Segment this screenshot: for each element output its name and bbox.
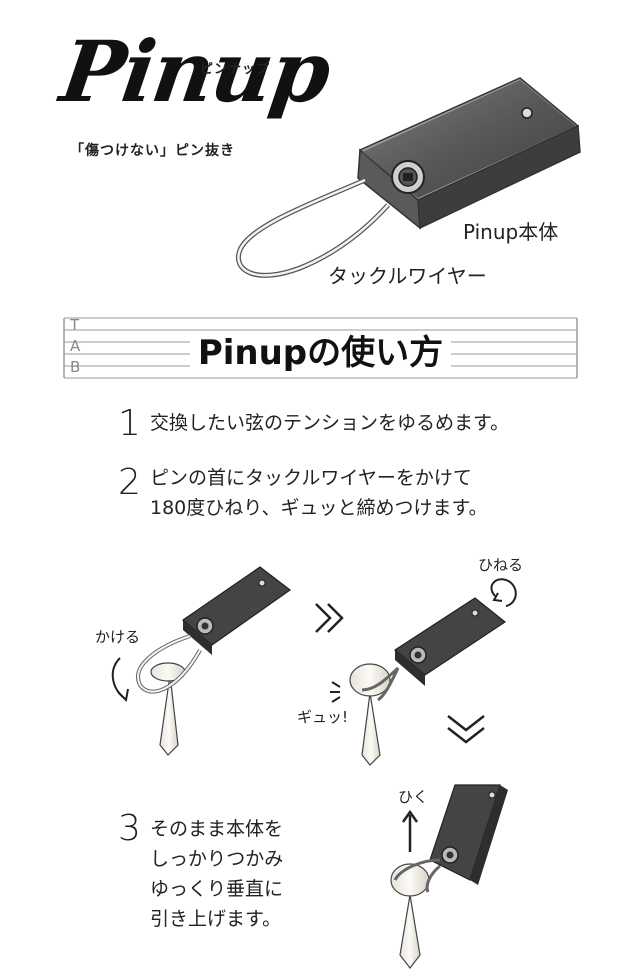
label-hineru: ひねる xyxy=(478,556,524,574)
step-text-3: そのまま本体を しっかりつかみ ゆっくり垂直に 引き上げます。 xyxy=(150,814,283,934)
right-chevron-icon xyxy=(315,603,344,633)
step-3-line: しっかりつかみ xyxy=(150,848,284,870)
step-text-1: 交換したい弦のテンションをゆるめます。 xyxy=(150,408,509,438)
logo-kana: ピンナップ xyxy=(200,62,271,77)
illustration-pull xyxy=(390,784,508,969)
label-kakeru: かける xyxy=(95,628,141,646)
tab-letter-a: A xyxy=(70,337,81,355)
step-3-line: 引き上げます。 xyxy=(150,908,282,930)
body-label: Pinup本体 xyxy=(463,220,559,244)
step-1-line: 交換したい弦のテンションをゆるめます。 xyxy=(150,412,510,434)
section-title: Pinupの使い方 xyxy=(64,325,577,374)
tab-letter-t: T xyxy=(70,316,80,334)
section-title-text: Pinupの使い方 xyxy=(189,333,452,373)
hero-device xyxy=(236,77,581,278)
step-text-2: ピンの首にタックルワイヤーをかけて 180度ひねり、ギュッと締めつけます。 xyxy=(150,463,488,523)
step-number-1: 1 xyxy=(118,403,141,444)
logo-wordmark: Pinup xyxy=(55,22,335,121)
wire-label: タックルワイヤー xyxy=(328,264,487,288)
illustration-twist xyxy=(330,578,517,766)
step-3-line: ゆっくり垂直に xyxy=(150,878,284,900)
tagline: 「傷つけない」ピン抜き xyxy=(70,143,235,159)
down-chevron-icon xyxy=(447,715,485,744)
up-arrow-icon xyxy=(401,809,419,852)
rotate-arrow-icon xyxy=(490,578,517,607)
step-number-2: 2 xyxy=(118,462,141,503)
step-2-line: ピンの首にタックルワイヤーをかけて xyxy=(150,467,472,489)
step-3-line: そのまま本体を xyxy=(150,818,284,840)
tab-letter-b: B xyxy=(70,358,81,376)
label-gyu: ギュッ! xyxy=(297,708,349,726)
label-hiku: ひく xyxy=(398,788,429,806)
illustration-hook xyxy=(111,566,292,756)
step-2-line: 180度ひねり、ギュッと締めつけます。 xyxy=(150,497,488,519)
step-number-3: 3 xyxy=(118,808,141,849)
